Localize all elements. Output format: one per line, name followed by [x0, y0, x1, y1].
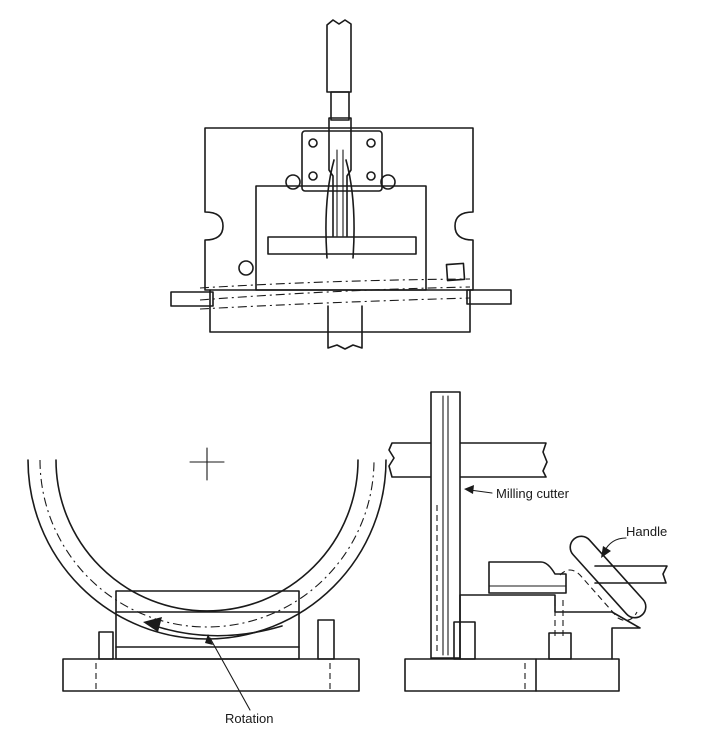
handle-hidden [559, 569, 638, 621]
front-pin-right [317, 619, 335, 660]
part-arc-center [39, 459, 375, 628]
top-view [170, 19, 512, 350]
side-fixture-body [459, 594, 641, 660]
milling-cutter [430, 391, 461, 659]
locating-pin-round [238, 260, 254, 276]
workpiece-hidden-3 [199, 297, 471, 310]
rotation-leader [209, 637, 251, 711]
base-plate [209, 289, 471, 333]
clamp-ball-right [380, 174, 396, 190]
side-base-plate [404, 658, 620, 692]
fixture-body-outline [204, 127, 474, 291]
locating-pin-square [445, 262, 466, 282]
workpiece-hidden-2 [199, 286, 471, 301]
side-clamp-foot [548, 632, 572, 660]
support-block [115, 590, 300, 660]
top-lever-body [328, 117, 352, 237]
crossbar [267, 236, 417, 255]
milling-cutter-leader-head [464, 485, 474, 494]
top-lever-slot [336, 149, 344, 237]
cutter-arbor [388, 442, 548, 478]
side-pin [453, 621, 476, 660]
handle-leader-head [601, 546, 611, 558]
rotation-arrow [151, 624, 283, 637]
handle-lever [569, 535, 647, 619]
top-handle-shank [330, 91, 350, 121]
milling-cutter-label: Milling cutter [496, 486, 570, 501]
top-lever-link-left [325, 159, 335, 259]
rotation-label: Rotation [225, 711, 273, 726]
plate-hole-tl [308, 138, 318, 148]
plate-hole-bl [308, 171, 318, 181]
top-lever-link-right [345, 159, 355, 259]
clamp-plate [301, 130, 383, 192]
handle-shaft [594, 565, 668, 584]
plate-hole-br [366, 171, 376, 181]
milling-cutter-leader [469, 489, 493, 494]
rotation-leader-head [205, 634, 213, 645]
top-handle-grip [326, 19, 352, 93]
center-mark [189, 447, 225, 481]
clamp-ball-left [285, 174, 301, 190]
plate-hole-tr [366, 138, 376, 148]
right-rail [466, 289, 512, 305]
front-pin-left [98, 631, 114, 660]
side-view: Milling cutter Handle [388, 391, 668, 692]
handle-label: Handle [626, 524, 667, 539]
workpiece-hidden-1 [199, 278, 471, 289]
bottom-stub [327, 305, 363, 350]
part-arc-inner [55, 459, 359, 612]
front-base-plate [62, 658, 360, 692]
inner-recess [255, 185, 427, 291]
cam-arm [488, 561, 567, 594]
front-view: Rotation [27, 447, 387, 726]
side-hidden-lines [554, 600, 564, 640]
rotation-arrowhead [143, 617, 162, 632]
